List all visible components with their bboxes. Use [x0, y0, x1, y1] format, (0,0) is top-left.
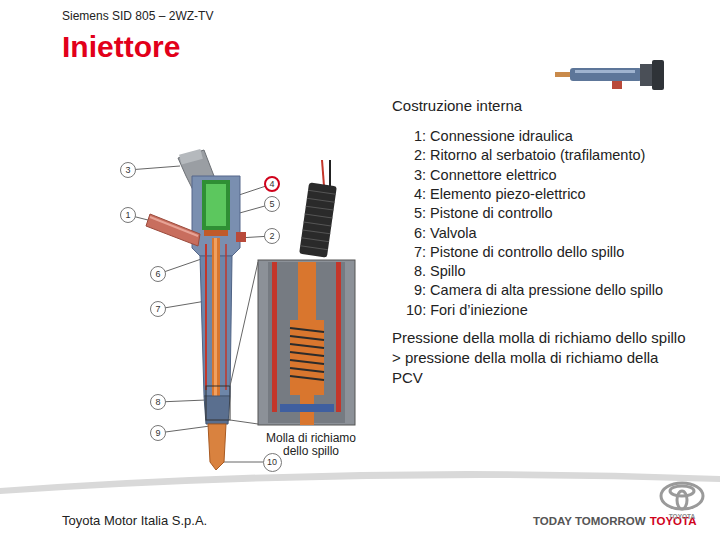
injector-cutaway-part: [204, 230, 228, 236]
needle-spring-inset-part-part: [290, 360, 324, 364]
piezo-stack-part-part-part: [302, 230, 330, 234]
injector-cutaway-part: [212, 238, 220, 418]
callout-number: 4: [264, 176, 280, 192]
injector-thumbnail-part: [652, 60, 664, 90]
injector-cutaway-part: [236, 232, 246, 242]
section-heading: Costruzione interna: [392, 97, 522, 115]
injector-cutaway-part: [225, 244, 227, 390]
injector-cutaway-part: [150, 217, 198, 236]
callout-text: 5: [265, 197, 279, 211]
piezo-stack-part: [322, 160, 324, 186]
injector-thumbnail-part: [570, 68, 642, 81]
callout-text: 3: [121, 163, 135, 177]
injector-cutaway-part: [206, 184, 226, 226]
needle-spring-inset-part-part: [290, 376, 324, 380]
part-list-item: 5: Pistone di controllo: [414, 204, 553, 222]
injector-thumbnail: [555, 60, 664, 90]
injector-thumbnail-part: [612, 81, 622, 89]
callout-text: 8: [151, 395, 165, 409]
part-list-item: 7: Pistone di controllo dello spillo: [414, 243, 624, 261]
callout-number: 6: [150, 266, 166, 282]
needle-spring-inset-part: [290, 320, 324, 395]
footer-slogan: TODAY TOMORROW: [533, 514, 646, 528]
part-list-item: 9: Camera di alta pressione dello spillo: [414, 281, 663, 299]
injector-cutaway-part: [179, 149, 203, 164]
part-list-item: 6: Valvola: [414, 224, 477, 242]
toyota-emblem-part: [661, 483, 703, 509]
needle-spring-inset-part: [280, 404, 334, 412]
piezo-stack-part-part-part: [307, 198, 335, 202]
injector-thumbnail-part: [575, 70, 635, 73]
injector-thumbnail-part: [555, 72, 571, 77]
note-text: Pressione della molla di richiamo dello …: [392, 328, 692, 388]
callout-text: 7: [151, 302, 165, 316]
callout-text: 2: [265, 229, 279, 243]
callout-number: 3: [120, 162, 136, 178]
header-text: Siemens SID 805 – 2WZ-TV: [62, 9, 213, 23]
piezo-stack-part-part-part: [304, 222, 332, 226]
needle-spring-inset-part-part: [290, 336, 324, 340]
toyota-emblem: [661, 483, 703, 509]
needle-spring-inset: [258, 260, 355, 425]
piezo-stack-part-part: [299, 182, 337, 257]
callout-text: 4: [266, 178, 278, 190]
part-list-item: 3: Connettore elettrico: [414, 166, 557, 184]
emblem-text: TOYOTA: [668, 513, 696, 521]
callout-number: 7: [150, 301, 166, 317]
part-list-item: 4: Elemento piezo-elettrico: [414, 185, 586, 203]
injector-cutaway-part: [214, 238, 217, 418]
needle-spring-inset-part: [258, 260, 355, 425]
part-list-item: 8. Spillo: [414, 262, 466, 280]
footer-swoosh-part: [0, 471, 720, 494]
callout-text: 10: [264, 454, 281, 471]
needle-spring-inset-part-part: [290, 352, 324, 356]
callout-number: 5: [264, 196, 280, 212]
part-list-item: 10: Fori d’iniezione: [406, 301, 528, 319]
piezo-stack-part: [299, 182, 337, 257]
injector-cutaway-part: [230, 420, 258, 424]
piezo-stack-part-part-part: [300, 246, 328, 250]
needle-spring-inset-part-part: [290, 328, 324, 332]
callout-text: 9: [151, 426, 165, 440]
callout-number: 1: [120, 207, 136, 223]
piezo-stack: [299, 160, 337, 258]
needle-spring-inset-part-part: [290, 368, 324, 372]
injector-cutaway-part: [206, 386, 230, 420]
callout-number: 10: [263, 453, 282, 472]
injector-cutaway-part: [230, 262, 258, 386]
toyota-emblem-part: [677, 491, 687, 509]
callout-number: 8: [150, 394, 166, 410]
part-list-item: 2: Ritorno al serbatoio (trafilamento): [414, 146, 645, 164]
piezo-stack-part-part-part: [305, 214, 333, 218]
callout-text: 1: [121, 208, 135, 222]
injector-cutaway-part: [205, 244, 207, 390]
needle-spring-inset-part-part: [290, 344, 324, 348]
piezo-stack-part-part-part: [301, 238, 329, 242]
footer-company: Toyota Motor Italia S.p.A.: [62, 513, 207, 529]
callout-number: 9: [150, 425, 166, 441]
needle-spring-inset-part: [290, 328, 324, 380]
callout-number: 2: [264, 228, 280, 244]
injector-cutaway-part: [202, 180, 230, 230]
piezo-stack-part-part: [300, 190, 336, 249]
piezo-stack-part-part-part: [308, 190, 336, 194]
injector-thumbnail-part: [640, 64, 654, 86]
piezo-stack-part: [329, 160, 331, 186]
needle-spring-inset-part: [272, 262, 277, 412]
part-list-item: 1: Connessione idraulica: [414, 127, 573, 145]
leader-lines: [128, 166, 272, 462]
injector-cutaway-part: [208, 424, 226, 470]
footer-swoosh: [0, 471, 720, 494]
injector-cutaway: [146, 149, 258, 470]
needle-spring-inset-part: [298, 262, 316, 322]
callout-text: 6: [151, 267, 165, 281]
piezo-stack-part-part-part: [306, 206, 334, 210]
slide-title: Iniettore: [62, 30, 180, 64]
injector-cutaway-part: [146, 214, 200, 246]
needle-spring-inset-part: [336, 262, 341, 412]
